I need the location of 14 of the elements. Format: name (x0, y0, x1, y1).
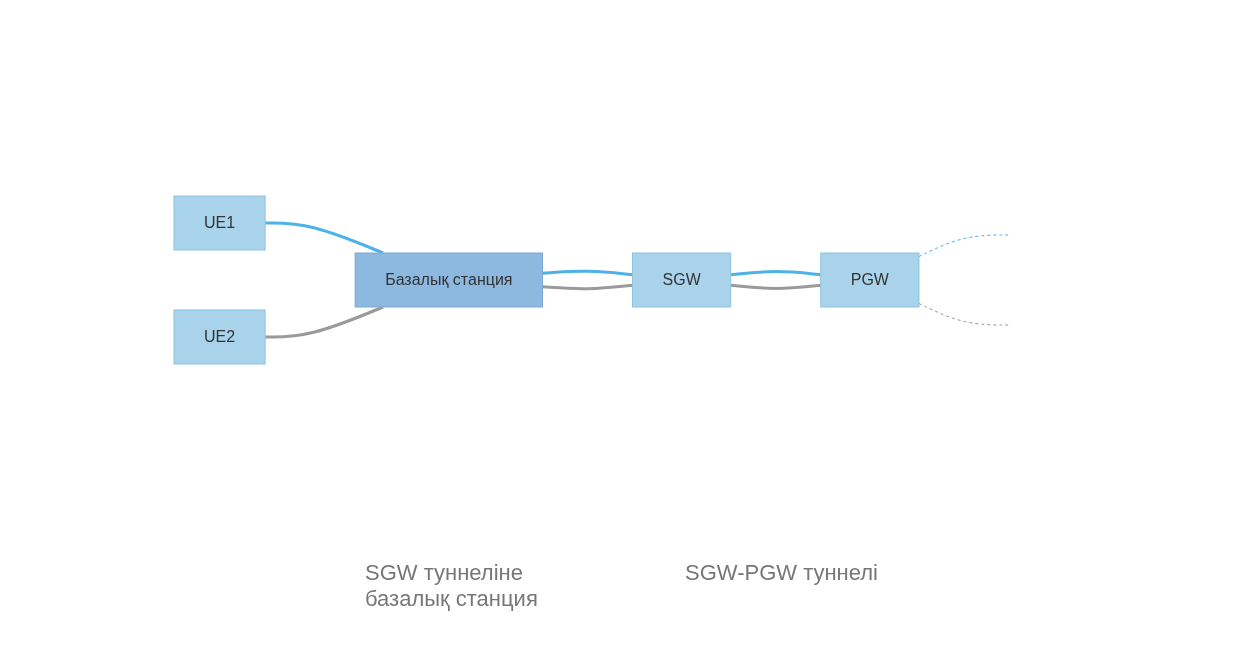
node-box: UE1 (173, 195, 266, 251)
node-box: UE2 (173, 309, 266, 365)
connector (918, 234, 1010, 257)
connector (265, 221, 384, 255)
node-box: Базалық станция (354, 252, 544, 308)
connector (918, 303, 1010, 326)
connector (542, 283, 633, 291)
tunnel-caption: SGW-PGW туннелі (685, 560, 878, 587)
connector (730, 270, 821, 277)
connector (730, 283, 821, 290)
node-box: PGW (820, 252, 920, 308)
node-box: SGW (632, 252, 732, 308)
connector (542, 269, 633, 277)
tunnel-caption: SGW туннеліне базалық станция (365, 560, 539, 612)
